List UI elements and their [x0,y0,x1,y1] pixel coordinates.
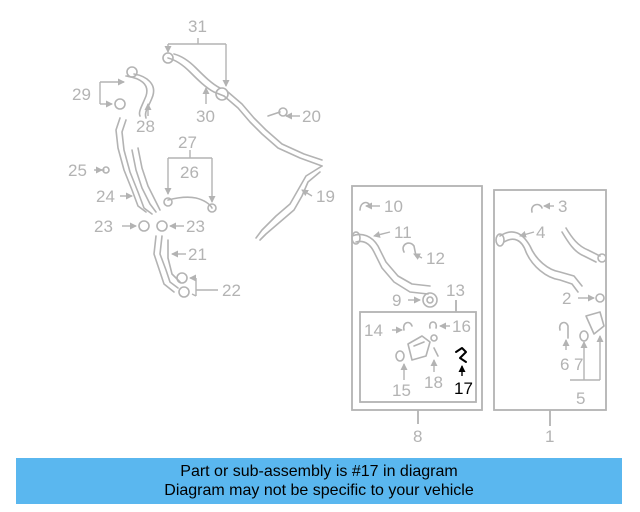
label-10: 10 [384,197,403,216]
label-2: 2 [562,289,571,308]
label-9: 9 [392,291,401,310]
label-7: 7 [574,355,583,374]
label-22: 22 [222,281,241,300]
label-4: 4 [536,223,545,242]
label-25: 25 [68,161,87,180]
banner-line-2: Diagram may not be specific to your vehi… [164,482,474,499]
label-15: 15 [392,381,411,400]
assembly-8-box [351,185,483,424]
label-14: 14 [364,321,383,340]
label-19: 19 [316,187,335,206]
left-callout-lines [94,38,313,297]
label-27: 27 [178,133,197,152]
assembly-1-callouts [519,202,604,381]
label-23-left: 23 [94,217,113,236]
part-17-highlight [455,347,467,363]
label-3: 3 [558,197,567,216]
parts-diagram: 31 29 28 30 20 27 26 25 24 19 23 23 21 2… [68,17,607,446]
label-31: 31 [188,17,207,36]
label-20: 20 [302,107,321,126]
info-banner: Part or sub-assembly is #17 in diagram D… [16,458,622,504]
label-5: 5 [576,389,585,408]
label-12: 12 [426,249,445,268]
label-21: 21 [188,245,207,264]
label-11: 11 [394,223,412,242]
banner-line-1: Part or sub-assembly is #17 in diagram [180,463,458,480]
assembly-8-parts [351,201,439,362]
label-29: 29 [72,85,91,104]
label-30: 30 [196,107,215,126]
left-hose-assembly [95,52,323,298]
label-23-right: 23 [186,217,205,236]
assembly-1-parts [495,203,607,342]
label-17-highlighted: 17 [454,379,473,398]
label-18: 18 [424,373,443,392]
assembly-8-callouts [365,202,450,380]
label-8: 8 [413,427,422,446]
label-28: 28 [136,117,155,136]
label-24: 24 [96,187,115,206]
label-1: 1 [545,427,554,446]
assembly-1-box [493,189,607,426]
label-26: 26 [180,163,199,182]
label-13: 13 [446,281,465,300]
label-6: 6 [560,355,569,374]
label-16: 16 [452,317,471,336]
